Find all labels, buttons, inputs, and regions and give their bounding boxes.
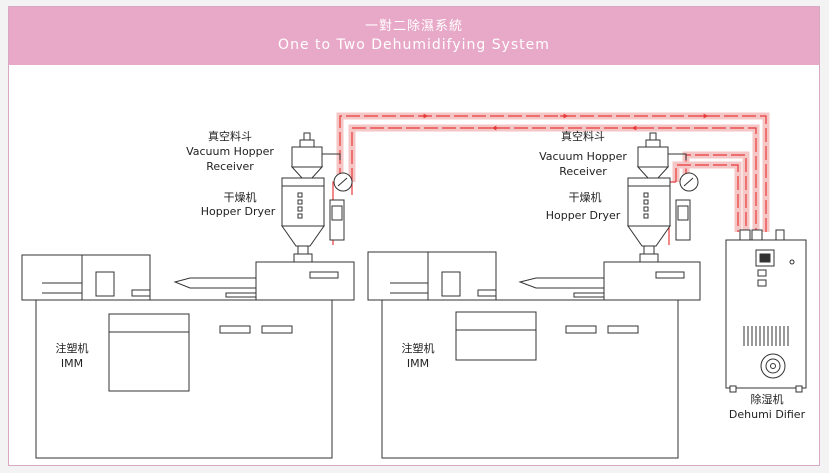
dehumidifier [725, 229, 807, 393]
label-dryer-2-zh: 干燥机 [569, 190, 602, 204]
hopper-dryer-1 [281, 132, 353, 263]
dryer-2-body [627, 177, 671, 227]
labels: 真空料斗 Vacuum Hopper Receiver 干燥机 Hopper D… [56, 129, 806, 421]
label-dehumidifier-en: Dehumi Difier [729, 408, 806, 421]
label-hopper-1-zh: 真空料斗 [208, 129, 252, 143]
receiver-1-body [291, 146, 323, 168]
label-imm-1-zh: 注塑机 [56, 341, 89, 355]
label-hopper-2-en: Vacuum Hopper [539, 150, 627, 163]
dehumidifier-vents [743, 326, 789, 346]
label-hopper-1-en2: Receiver [206, 160, 254, 173]
label-hopper-1-en: Vacuum Hopper [186, 145, 274, 158]
title-english: One to Two Dehumidifying System [278, 37, 550, 53]
title-banner: 一對二除濕系統 One to Two Dehumidifying System [9, 7, 819, 65]
imm-1-panel [108, 313, 190, 392]
imm-2-clamp-unit [367, 251, 497, 301]
label-hopper-2-en2: Receiver [559, 165, 607, 178]
receiver-2-body [637, 146, 669, 168]
label-imm-2-zh: 注塑机 [402, 341, 435, 355]
imm-1-nozzle [173, 277, 257, 289]
label-dryer-1-zh: 干燥机 [224, 190, 257, 204]
label-imm-1-en: IMM [61, 357, 83, 370]
imm-1-clamp-unit [21, 254, 151, 301]
dryer-1-body [281, 177, 325, 227]
imm-1-injection-unit [255, 261, 355, 301]
label-hopper-2-zh: 真空料斗 [561, 129, 605, 143]
label-dryer-1-en: Hopper Dryer [201, 205, 276, 218]
imm-1 [21, 254, 355, 459]
label-dehumidifier-zh: 除湿机 [751, 392, 784, 406]
hopper-dryer-2 [627, 132, 699, 263]
imm-2-panel [455, 311, 537, 361]
imm-2-nozzle [518, 277, 605, 289]
imm-2 [367, 251, 701, 459]
air-piping [332, 112, 770, 245]
imm-2-injection-unit [603, 261, 701, 301]
label-dryer-2-en: Hopper Dryer [546, 209, 621, 222]
label-imm-2-en: IMM [407, 357, 429, 370]
title-chinese: 一對二除濕系統 [364, 19, 463, 34]
